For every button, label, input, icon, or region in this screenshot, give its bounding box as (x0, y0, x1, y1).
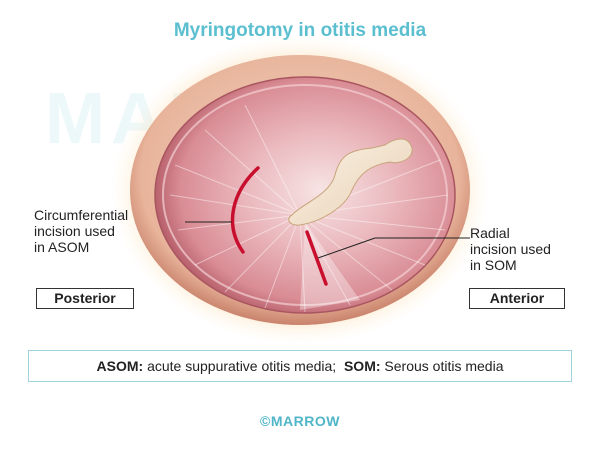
som-text: Serous otitis media (384, 358, 504, 374)
radial-leader (317, 237, 376, 259)
annulus-rim (162, 84, 448, 306)
anterior-label: Anterior (469, 288, 565, 309)
brand-footer: ©MARROW (260, 413, 340, 429)
abbreviation-legend: ASOM: acute suppurative otitis media; SO… (28, 350, 572, 382)
circumferential-incision (230, 166, 260, 254)
circumferential-incision-label: Circumferential incision used in ASOM (34, 207, 129, 255)
radial-incision (305, 230, 328, 286)
radial-incision-label: Radial incision used in SOM (470, 225, 551, 273)
posterior-label: Posterior (36, 288, 134, 309)
asom-text: acute suppurative otitis media; (147, 358, 337, 374)
asom-abbr: ASOM: (96, 358, 144, 374)
cone-of-light (300, 222, 360, 310)
tympanic-membrane (154, 76, 456, 314)
som-abbr: SOM: (343, 358, 381, 374)
page-title: Myringotomy in otitis media (173, 20, 427, 41)
malleus (288, 138, 413, 226)
